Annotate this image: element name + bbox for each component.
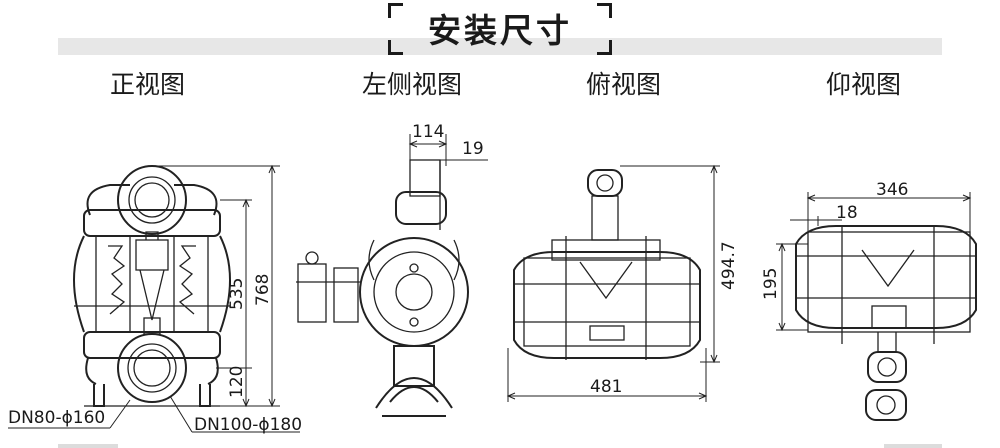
side-view-dimensions	[408, 134, 488, 166]
title-band	[58, 38, 942, 55]
bottom-view-label: 仰视图	[826, 70, 902, 99]
frame-corner	[388, 40, 403, 55]
dim-side-width: 114	[412, 122, 444, 142]
footer-bar-left	[58, 444, 118, 448]
dim-top-width: 481	[590, 377, 622, 397]
top-view-label: 俯视图	[586, 70, 662, 99]
frame-corner	[388, 3, 403, 18]
dim-front-total-height: 768	[253, 274, 273, 306]
front-view-dimensions	[8, 164, 300, 433]
dim-front-inlet: DN100-ϕ180	[194, 415, 302, 435]
dim-side-offset: 19	[462, 139, 484, 159]
dim-top-height: 494.7	[719, 241, 739, 290]
side-view-pump	[296, 159, 469, 417]
bottom-view-pump	[795, 225, 977, 421]
dim-bottom-width: 346	[876, 180, 908, 200]
top-view-dimensions	[506, 164, 720, 402]
page-title: 安装尺寸	[428, 11, 572, 50]
top-view-pump	[513, 169, 701, 360]
bottom-view-dimensions	[776, 192, 972, 332]
title-frame: 安装尺寸	[388, 3, 612, 55]
dim-front-mid-height: 535	[227, 278, 247, 310]
frame-corner	[597, 40, 612, 55]
front-view-pump	[73, 165, 231, 407]
dim-bottom-height: 195	[761, 268, 781, 300]
side-view-label: 左侧视图	[362, 70, 463, 99]
dim-front-base-height: 120	[227, 366, 247, 398]
front-view-label: 正视图	[110, 70, 186, 99]
frame-corner	[597, 3, 612, 18]
dim-front-outlet: DN80-ϕ160	[8, 408, 105, 428]
footer-bar-right	[884, 444, 942, 448]
dim-bottom-offset: 18	[836, 203, 858, 223]
